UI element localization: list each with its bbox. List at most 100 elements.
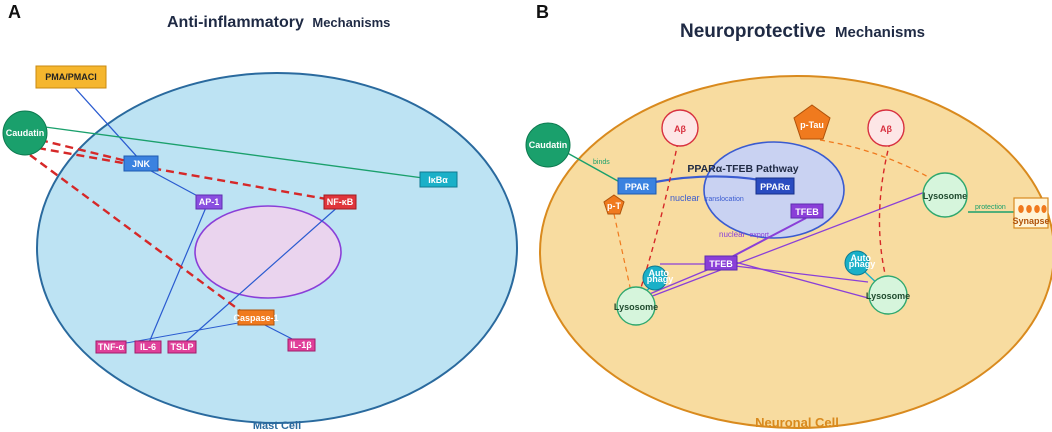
ap1-node [195, 194, 223, 210]
pma-node [35, 65, 107, 89]
ptau-node [793, 104, 831, 140]
nuclear-translocation-b: translocation [704, 196, 744, 203]
panel-a-title: Anti-inflammatory Mechanisms [167, 14, 390, 31]
mast-cell-nucleus [194, 205, 342, 299]
tfeb-lysosome1-edge [639, 267, 713, 299]
panel-b-letter: B [536, 2, 549, 22]
binds-label: binds [593, 159, 610, 166]
ppar-label: PPAR [625, 182, 650, 192]
caspase-label: Caspase-1 [233, 313, 278, 323]
neuronal-cell-label: Neuronal Cell [755, 415, 839, 430]
nfkb-node [323, 194, 357, 210]
lysosome-1-label: Lysosome [614, 302, 658, 312]
tfeb-cytoplasm-node [704, 255, 738, 271]
tnf-label: TNF-α [98, 342, 124, 352]
nuclear-export-b: export [749, 232, 769, 239]
pt-label: p-T [607, 201, 621, 211]
lysosome-2-label: Lysosome [866, 291, 910, 301]
tfeb-cytoplasm-label: TFEB [709, 259, 733, 269]
ikba-node [419, 171, 458, 188]
lysosome-3-label: Lysosome [923, 191, 967, 201]
inhibit-nfkb-edge [37, 146, 333, 202]
autophagy-2-line-b: phagy [849, 259, 876, 269]
inhibit-jnk-edge [39, 138, 136, 165]
panel-a-letter: A [8, 2, 21, 22]
ikba-label: IκBα [428, 175, 448, 185]
jnk-node [123, 155, 159, 172]
pt-degradation-edge [613, 213, 633, 297]
nfkb-label: NF-κB [327, 197, 354, 207]
mast-cell-label: Mast Cell [253, 420, 301, 432]
il6-label: IL-6 [140, 342, 156, 352]
lysosome-3-node [922, 172, 968, 218]
pma-jnk-edge [74, 87, 141, 161]
ppar-node [617, 177, 657, 195]
panel-b-title-main: Neuroprotective [680, 21, 826, 42]
nuclear-export-a: nuclear [719, 230, 746, 239]
nuclear-translocation-label: nuclear translocation [670, 193, 744, 203]
il1b-node [287, 338, 316, 352]
caspase-node [237, 309, 275, 326]
abeta-2-label: Aβ [880, 124, 892, 134]
nuclear-export-label: nuclear export [719, 230, 769, 239]
tfeb-nucleus-label: TFEB [795, 207, 819, 217]
abeta2-degradation-edge [878, 141, 891, 287]
tfeb-lysosome2-edge [734, 261, 869, 299]
abeta-1-node [661, 109, 699, 147]
synapse-label: Synapse [1012, 216, 1049, 226]
tfeb-export-edge [721, 217, 807, 263]
ppara-node [755, 177, 795, 195]
panel-a-title-sub: Mechanisms [312, 15, 390, 30]
synapse-vesicle-1 [1018, 205, 1024, 213]
ppar-translocation-edge [654, 175, 761, 184]
ppar-pathway-label: PPARα-TFEB Pathway [687, 163, 798, 175]
tslp-node [167, 340, 197, 354]
caudatin-a-node [2, 110, 48, 156]
inhibit-caspase-edge [29, 154, 251, 319]
caudatin-b-node [525, 122, 571, 168]
autophagy-1-label: Auto phagy [647, 268, 674, 284]
nfkb-tslp-edge [181, 204, 341, 346]
lysosome-1-node [616, 286, 656, 326]
panel-a: A Anti-inflammatory Mechanisms Mast Cell… [2, 2, 518, 432]
pma-label: PMA/PMACI [45, 72, 97, 82]
tnf-node [95, 340, 127, 354]
abeta-2-node [867, 109, 905, 147]
lysosome1-lysosome3-edge [641, 191, 926, 301]
neuronal-cell-membrane [539, 75, 1052, 429]
panel-b: B Neuroprotective Mechanisms Neuronal Ce… [525, 2, 1052, 430]
autophagy-1-line-b: phagy [647, 274, 674, 284]
il6-node [134, 340, 162, 354]
pt-node [603, 194, 625, 215]
protection-label: protection [975, 204, 1006, 211]
tfeb-autophagy2-edge [734, 265, 869, 283]
autophagy-2-node [844, 250, 870, 276]
abeta1-degradation-edge [636, 141, 679, 301]
panel-b-title: Neuroprotective Mechanisms [680, 21, 925, 42]
synapse-vesicle-4 [1041, 205, 1047, 213]
synapse-vesicle-2 [1026, 205, 1032, 213]
caudatin-ikba-edge [44, 126, 439, 181]
caudatin-a-label: Caudatin [6, 128, 45, 138]
lysosome-2-node [868, 275, 908, 315]
synapse-vesicle-3 [1034, 205, 1040, 213]
panel-a-title-main: Anti-inflammatory [167, 14, 304, 31]
nuclear-translocation-a: nuclear [670, 193, 700, 203]
panel-b-title-sub: Mechanisms [835, 24, 925, 41]
caudatin-ppar-edge [561, 149, 626, 186]
autophagy-1-node [642, 265, 668, 291]
ptau-degradation-edge [819, 139, 931, 179]
jnk-label: JNK [132, 159, 151, 169]
il1b-label: IL-1β [290, 340, 312, 350]
synapse-node [1013, 197, 1049, 229]
ap1-label: AP-1 [199, 197, 220, 207]
ptau-label: p-Tau [800, 120, 824, 130]
tfeb-nucleus-node [790, 203, 824, 219]
tslp-label: TSLP [170, 342, 193, 352]
ppara-label: PPARα [760, 182, 790, 192]
autophagy-2-line-a: Auto [850, 253, 871, 263]
autophagy-2-label: Auto phagy [849, 253, 876, 269]
autophagy-1-line-a: Auto [648, 268, 669, 278]
ap1-il6-edge [147, 204, 208, 346]
